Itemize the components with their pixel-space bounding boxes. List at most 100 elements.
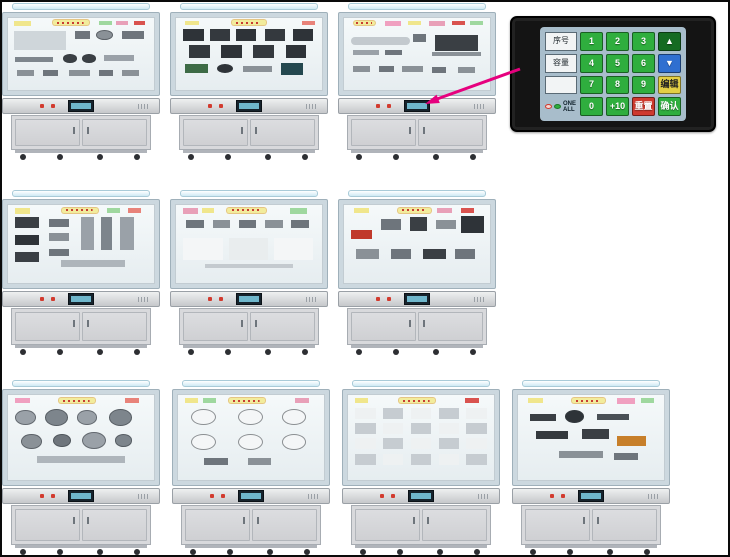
stop-button [219,104,224,108]
board-component [212,219,231,228]
key-plus-10: +10 [606,97,629,116]
board-component [281,62,303,75]
cabinet-row-1 [2,3,496,160]
display-board [342,389,500,486]
workbench-top [170,291,328,307]
board-component [402,65,423,72]
stop-button [219,297,224,301]
board-component [355,423,376,435]
display-board [170,12,328,96]
cabinet-door-left [15,312,80,341]
board-component [294,398,310,404]
vent-grille [308,494,319,499]
board-component [460,215,485,234]
fluorescent-light-tube [182,380,320,387]
cabinet-2 [170,3,328,160]
stop-button [51,494,56,498]
key-page-up: ▲ [658,32,681,51]
board-component [101,217,112,251]
control-screen [578,490,604,502]
board-component [53,434,71,447]
board-component [438,453,459,465]
board-component [124,398,140,404]
board-component [133,20,146,26]
capacity-label: 容量 [545,53,577,73]
board-component [564,410,584,424]
power-button [40,494,45,498]
board-component [355,398,369,404]
cabinet-door-right [82,509,147,541]
board-component [15,217,39,228]
board-component [383,423,404,435]
board-component [438,407,459,419]
vent-grille [138,494,149,499]
board-component [281,408,307,425]
cabinet-base [521,505,661,545]
cabinet-base [11,505,151,545]
key-7: 7 [580,75,603,95]
board-component [352,65,371,72]
cabinet-door-right [418,119,483,146]
board-component [221,45,242,58]
cabinet-plinth [14,545,148,548]
board-component [121,30,144,39]
board-component [63,54,77,63]
board-component [281,434,307,451]
caster-wheels [349,348,485,355]
board-component [438,438,459,450]
board-component [238,219,257,228]
workbench-top [170,98,328,114]
board-component [82,54,96,63]
cabinet-3 [338,3,496,160]
board-component [582,429,609,440]
control-screen [68,100,94,112]
board-component [614,452,638,460]
board-component [351,229,372,240]
cabinet-door-right [250,119,315,146]
board-component [98,20,112,26]
board-title-banner [231,19,267,26]
board-component [617,398,635,405]
board-component [98,69,114,77]
board-component [640,398,654,404]
display-board [170,199,328,289]
board-component [107,208,121,213]
board-component [291,219,309,228]
board-component [452,20,466,26]
board-component [15,410,36,425]
board-component [202,208,214,213]
power-button [380,494,385,498]
board-component [15,251,39,262]
board-component [469,20,483,26]
cabinet-base [11,115,151,150]
board-component [422,248,447,259]
board-component [15,234,39,245]
board-component [69,69,90,77]
board-component [15,208,30,214]
cabinet-door-right [422,509,487,541]
board-component [37,456,125,463]
fluorescent-light-tube [180,3,318,10]
board-component [253,45,274,58]
board-component [383,453,404,465]
key-5: 5 [606,53,629,73]
caster-wheels [181,153,317,160]
board-component [383,438,404,450]
cabinet-door-right [592,509,657,541]
cabinet-base [347,308,487,345]
board-component [205,264,293,269]
workbench-top [2,98,160,114]
cabinet-door-left [15,509,80,541]
board-component [183,28,204,42]
key-6: 6 [632,53,655,73]
stop-button [387,104,392,108]
cabinet-plinth [182,345,316,348]
board-component [410,407,432,419]
cabinet-door-left [351,312,416,341]
cabinet-door-right [418,312,483,341]
cabinet-base [179,308,319,345]
board-component [186,219,204,228]
board-component [127,208,141,213]
cabinet-door-left [351,119,416,146]
board-component [285,45,306,58]
